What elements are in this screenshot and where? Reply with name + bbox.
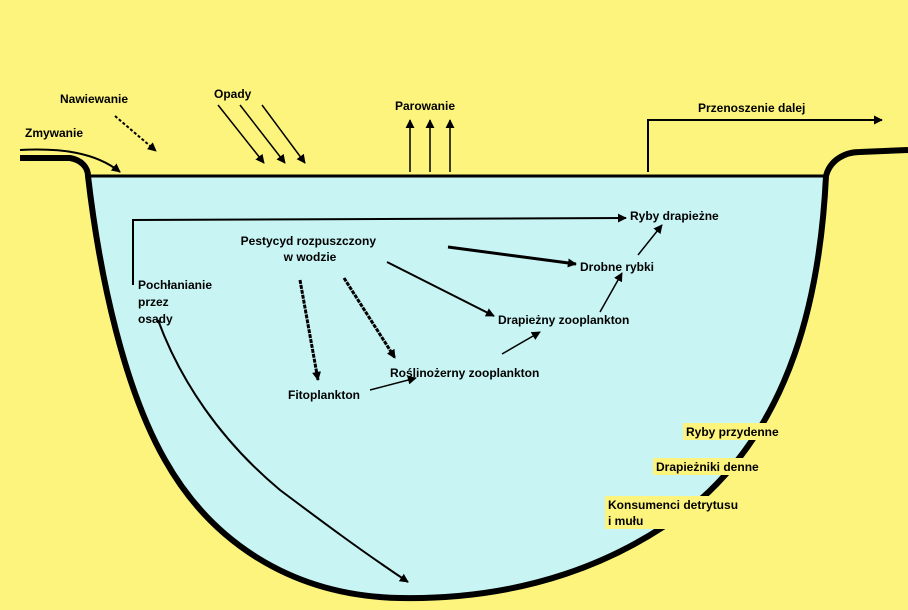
label-bottom-fish: Ryby przydenne	[686, 425, 779, 439]
label-transport: Przenoszenie dalej	[698, 101, 805, 115]
precipitation-arrow	[239, 104, 286, 164]
transport-arrow	[647, 115, 883, 172]
label-sediment-absorption-line1: Pochłanianie	[138, 278, 212, 292]
lake-water	[88, 176, 826, 599]
label-dissolved-pesticide: Pestycyd rozpuszczony w wodzie	[241, 234, 380, 264]
label-predatory-zooplankton: Drapieżny zooplankton	[498, 313, 629, 327]
label-sediment-absorption-line3: osady	[138, 312, 173, 326]
label-box-detritus-consumers	[605, 496, 752, 529]
label-detritus-consumers-line2: i mułu	[608, 514, 643, 528]
drift-arrow	[114, 115, 157, 152]
pesticide-to-herbivorous-zooplankton-arrow	[342, 277, 397, 359]
label-detritus-consumers: Konsumenci detrytusu i mułu	[608, 498, 741, 528]
label-dissolved-pesticide-line2: w wodzie	[283, 250, 337, 264]
phytoplankton-to-zooplankton-arrow	[369, 375, 417, 391]
precipitation-arrow	[261, 104, 306, 164]
herbivorous-to-predatory-zooplankton-arrow	[501, 331, 541, 355]
zooplankton-to-small-fish-arrow	[599, 272, 623, 313]
uptake-to-predatory-fish-arrow	[132, 213, 627, 285]
precipitation-arrow	[217, 104, 265, 164]
label-sediment-absorption-line2: przez	[138, 295, 169, 309]
label-evaporation: Parowanie	[395, 99, 455, 113]
sediment-absorption-arrow	[157, 319, 409, 583]
label-detritus-consumers-line1: Konsumenci detrytusu	[608, 498, 738, 512]
label-sediment-absorption: Pochłanianie przez osady	[138, 278, 215, 326]
pesticide-to-small-fish-arrow	[447, 245, 577, 268]
label-runoff: Zmywanie	[25, 126, 83, 140]
label-herbivorous-zooplankton: Roślinożerny zooplankton	[390, 366, 539, 380]
label-small-fish: Drobne rybki	[580, 260, 654, 274]
lake-outline	[20, 147, 908, 602]
label-drift: Nawiewanie	[60, 92, 128, 106]
pesticide-to-predatory-zooplankton-arrow	[386, 261, 495, 317]
label-predatory-fish: Ryby drapieżne	[630, 209, 719, 223]
pesticide-to-phytoplankton-arrow	[298, 279, 321, 381]
small-fish-to-predatory-fish-arrow	[637, 224, 663, 256]
label-bottom-predators: Drapieżniki denne	[656, 460, 759, 474]
label-phytoplankton: Fitoplankton	[288, 388, 360, 402]
label-box-bottom-fish	[683, 423, 789, 440]
label-precipitation: Opady	[214, 87, 252, 101]
label-box-bottom-predators	[653, 458, 774, 475]
runoff-arrow	[19, 148, 121, 173]
label-dissolved-pesticide-line1: Pestycyd rozpuszczony	[241, 234, 377, 248]
